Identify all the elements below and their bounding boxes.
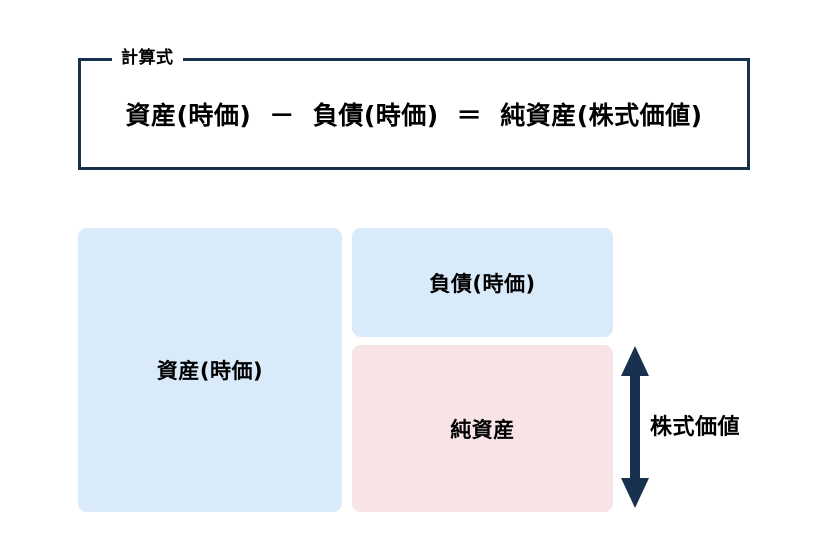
arrow-label-equity-value: 株式価値 [650,415,741,440]
formula-expression: 資産(時価) － 負債(時価) ＝ 純資産(株式価値) [78,58,750,170]
formula-term-liabilities: 負債(時価) [312,101,439,130]
formula-term-net-assets: 純資産(株式価値) [500,101,703,130]
formula-term-assets: 資産(時価) [125,101,252,130]
block-net-worth: 純資産 [352,345,613,512]
block-liabilities: 負債(時価) [352,228,613,337]
formula-panel-legend: 計算式 [112,45,183,71]
double-arrow-icon [618,344,654,510]
formula-panel [78,58,750,170]
formula-equals-operator: ＝ [456,101,483,130]
block-assets: 資産(時価) [78,228,342,512]
formula-minus-operator: － [269,101,295,130]
